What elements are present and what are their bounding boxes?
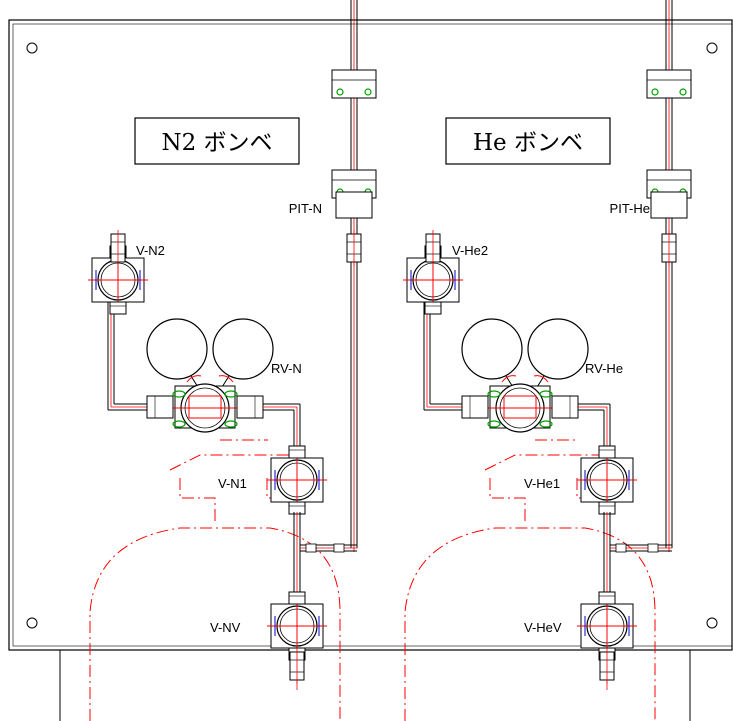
label-pit: PIT-N [289, 201, 322, 216]
label-pit: PIT-He [610, 201, 650, 216]
label-rv: RV-N [271, 361, 302, 376]
title-box [134, 117, 300, 165]
label-v-mid: V-N1 [218, 476, 247, 491]
panel-title: He ボンベ [473, 130, 583, 156]
label-v-top: V-He2 [452, 243, 488, 258]
cylinder-n2 [89, 439, 341, 721]
mount-hole-icon [706, 42, 718, 54]
panel-n2: N2 ボンベ PIT-N V-N [87, 0, 377, 721]
mount-hole-icon [26, 42, 38, 54]
panel-border [8, 19, 733, 651]
label-v-mid: V-He1 [524, 476, 560, 491]
mount-hole-icon [706, 617, 718, 629]
label-v-bottom: V-NV [210, 620, 241, 635]
panel-he: He ボンベ PIT-He V-He2 RV-He V-He1 V-HeV [402, 0, 692, 721]
title-box [445, 117, 611, 165]
label-v-top: V-N2 [136, 243, 165, 258]
cylinder-he [404, 439, 656, 721]
label-v-bottom: V-HeV [524, 620, 562, 635]
mount-hole-icon [26, 617, 38, 629]
label-rv: RV-He [585, 361, 623, 376]
panel-title: N2 ボンベ [161, 130, 272, 156]
